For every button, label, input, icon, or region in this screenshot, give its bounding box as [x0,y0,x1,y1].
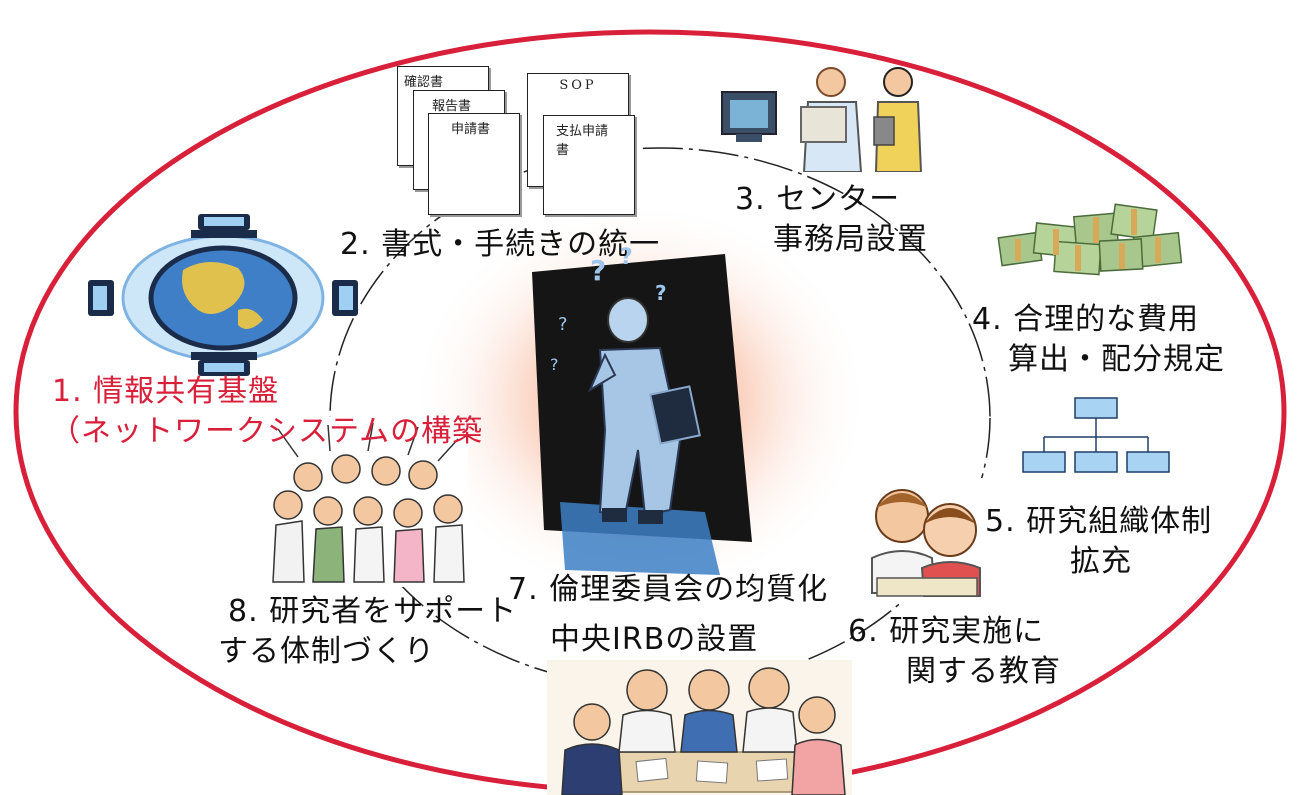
money-bundle-icon [997,203,1183,276]
item-1-label: 1. 情報共有基盤 （ネットワークシステムの構築 [50,372,484,452]
org-chart-icon [1022,397,1170,473]
item-6-label: 6. 研究実施に 関する教育 [848,614,1061,689]
item-1-line-1: 1. 情報共有基盤 [52,374,280,409]
globe-network-icon [88,214,358,376]
doc-application-label: 申請書 [451,122,491,137]
svg-text:?: ? [550,355,559,374]
item-3-label: 3. センター 事務局設置 [735,182,928,257]
svg-text:?: ? [620,245,633,270]
svg-text:?: ? [655,281,667,305]
doc-payment: 支払申請書 [543,115,635,215]
item-4-label: 4. 合理的な費用 算出・配分規定 [972,302,1225,377]
researcher-group-icon [268,417,468,587]
doc-application: 申請書 [428,113,520,215]
committee-meeting-icon [547,660,852,795]
item-1-line-2: （ネットワークシステムの構築 [50,414,484,449]
item-2-label: 2. 書式・手続きの統一 [340,227,661,262]
item-7-label: 7. 倫理委員会の均質化 中央IRBの設置 [508,572,829,657]
doc-report-label: 報告書 [432,99,472,114]
item-5-label: 5. 研究組織体制 拡充 [985,504,1213,579]
thinking-researcher-icon: ? ? ? ? ? [532,245,752,575]
children-study-icon [862,478,992,603]
svg-text:?: ? [590,254,606,287]
doc-confirmation-label: 確認書 [404,75,444,90]
office-staff-icon [721,67,923,172]
svg-text:?: ? [558,314,568,335]
item-8-label: 8. 研究者をサポート する体制づくり [218,594,518,669]
doc-sop-label: SOP [559,78,597,93]
doc-payment-label: 支払申請書 [556,124,609,158]
